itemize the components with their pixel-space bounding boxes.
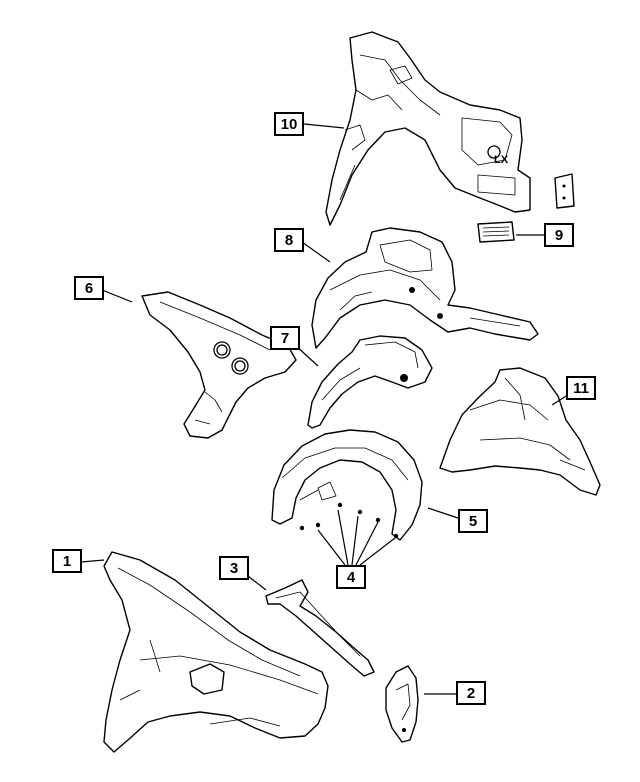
part-8-wheelhouse-inner [311, 227, 539, 349]
part-2-bracket [385, 665, 419, 743]
callout-3[interactable]: 3 [219, 556, 249, 580]
part-9-vent [477, 221, 515, 243]
liner-fastener [375, 517, 381, 523]
part-7-wheelhouse-outer [307, 335, 433, 429]
part-6-pillar-panel [141, 291, 297, 439]
part-3-extension [265, 579, 375, 677]
liner-fastener [393, 533, 399, 539]
liner-fastener [299, 525, 305, 531]
leader-3 [247, 575, 267, 591]
callout-1[interactable]: 1 [52, 549, 82, 573]
callout-8[interactable]: 8 [274, 228, 304, 252]
callout-9[interactable]: 9 [544, 223, 574, 247]
leader-10 [303, 123, 345, 129]
leader-4-group [317, 509, 396, 566]
small-bracket [554, 173, 575, 209]
part-1-quarter-outer-panel [103, 551, 329, 753]
leader-8 [301, 241, 331, 263]
leader-lines [80, 123, 572, 695]
callout-10[interactable]: 10 [274, 112, 304, 136]
panel-stamp-text: LX [494, 154, 509, 166]
part-10-quarter-inner-panel: LX [325, 31, 531, 226]
liner-fastener [337, 502, 343, 508]
callout-6[interactable]: 6 [74, 276, 104, 300]
grommet-hole [487, 145, 501, 159]
leader-1 [80, 559, 105, 563]
leader-6 [101, 289, 133, 303]
part-5-wheelhouse-liner [271, 429, 423, 541]
liner-fastener [357, 509, 363, 515]
liner-fastener [315, 522, 321, 528]
part-11-rear-inner-panel [439, 367, 601, 496]
callout-2[interactable]: 2 [456, 681, 486, 705]
callout-11[interactable]: 11 [566, 376, 596, 400]
callout-4[interactable]: 4 [336, 565, 366, 589]
callout-7[interactable]: 7 [270, 326, 300, 350]
callout-5[interactable]: 5 [458, 509, 488, 533]
